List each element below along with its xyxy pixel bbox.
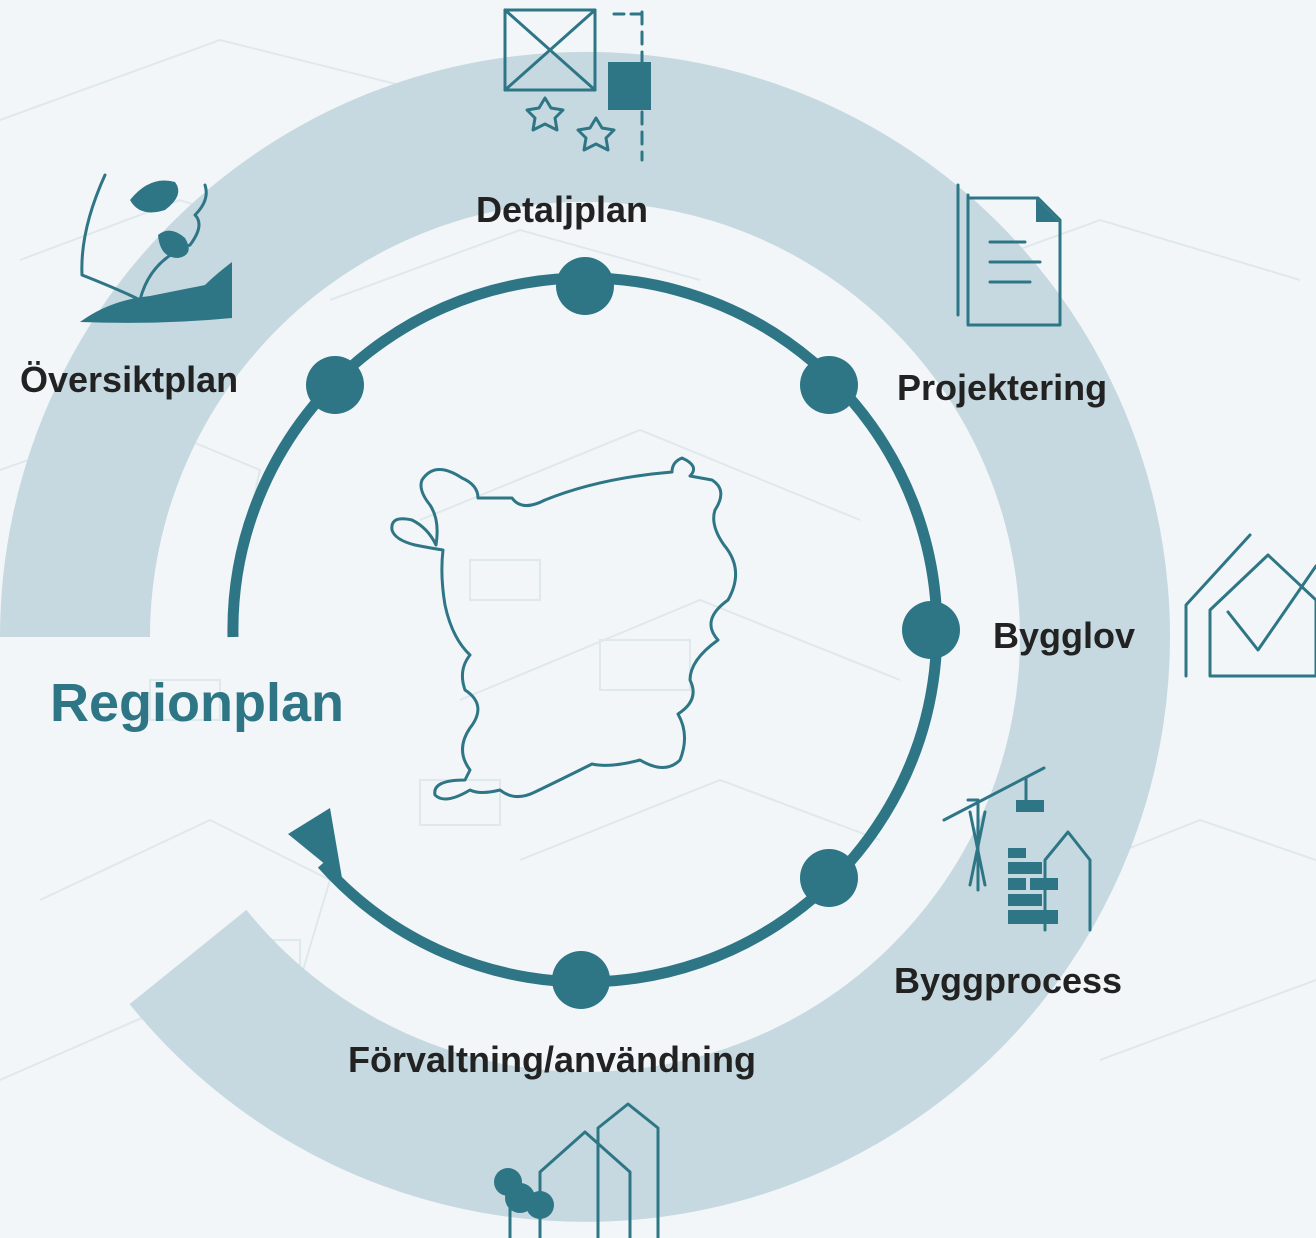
stage-label-byggprocess: Byggprocess <box>894 960 1123 1001</box>
region-map-outline-icon <box>390 456 737 801</box>
stage-label-bygglov: Bygglov <box>993 615 1136 656</box>
site-plan-icon <box>503 8 651 162</box>
node-oversiktplan <box>306 356 364 414</box>
node-forvaltning <box>552 951 610 1009</box>
cycle-band <box>0 51 1170 1222</box>
stage-label-detaljplan: Detaljplan <box>476 189 649 230</box>
node-projektering <box>800 356 858 414</box>
node-detaljplan <box>556 257 614 315</box>
house-check-icon <box>1184 533 1316 678</box>
construction-crane-icon <box>942 766 1092 932</box>
node-bygglov <box>902 601 960 659</box>
document-icon <box>956 183 1062 327</box>
stage-label-oversiktplan: Översiktplan <box>20 359 239 400</box>
stage-label-projektering: Projektering <box>897 367 1108 408</box>
node-byggprocess <box>800 849 858 907</box>
cycle-arrow-head <box>288 808 342 878</box>
stage-label-forvaltning: Förvaltning/användning <box>348 1039 757 1080</box>
center-title: Regionplan <box>50 673 344 733</box>
houses-trees-icon <box>494 1102 660 1238</box>
landscape-icon <box>80 173 232 323</box>
